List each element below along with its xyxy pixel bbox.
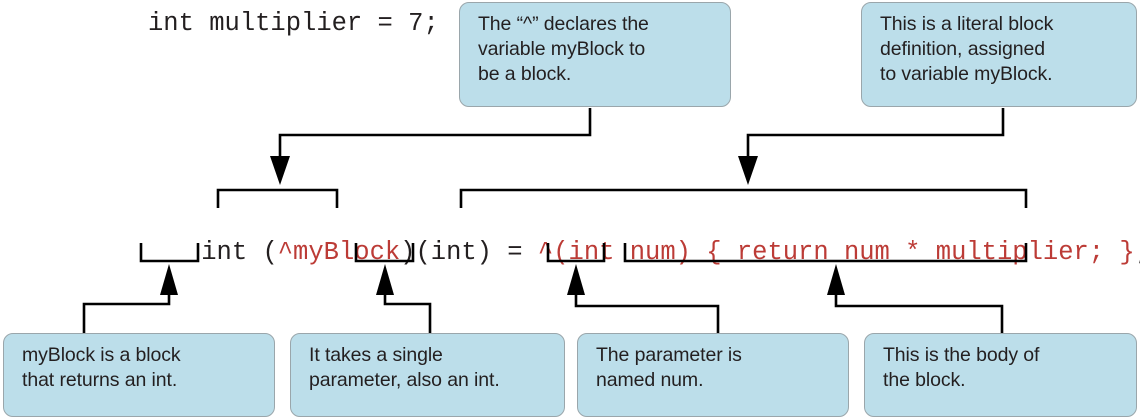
leader-caret-declares-block: [278, 108, 592, 160]
callout-returns-an-int: myBlock is a block that returns an int.: [3, 333, 275, 417]
callout-line: named num.: [596, 369, 704, 391]
callout-line: This is a literal block: [880, 13, 1054, 35]
code-segment-param-types: )(int) =: [400, 238, 538, 267]
callout-line: the block.: [883, 369, 966, 391]
arrowhead-down-myblock: [270, 156, 290, 185]
callout-line: definition, assigned: [880, 38, 1045, 60]
leader-literal-block-definition: [746, 108, 1005, 160]
callout-single-parameter: It takes a single parameter, also an int…: [290, 333, 565, 417]
top-code-snippet: int multiplier = 7;: [148, 9, 439, 38]
callout-line: This is the body of: [883, 344, 1040, 366]
code-segment-return-type: int: [201, 238, 263, 267]
arrowhead-down-block-literal: [738, 156, 758, 185]
code-segment-open-paren: (: [262, 238, 278, 267]
code-segment-block-name: ^myBlock: [277, 238, 401, 267]
callout-body-of-block: This is the body of the block.: [864, 333, 1137, 417]
callout-line: It takes a single: [309, 344, 443, 366]
callout-line: be a block.: [478, 63, 572, 85]
callout-line: myBlock is a block: [22, 344, 181, 366]
callout-literal-block-definition: This is a literal block definition, assi…: [861, 2, 1137, 107]
callout-line: The “^” declares the: [478, 13, 649, 35]
callout-line: The parameter is: [596, 344, 742, 366]
callout-caret-declares-block: The “^” declares the variable myBlock to…: [459, 2, 731, 107]
callout-line: variable myBlock to: [478, 38, 646, 60]
callout-parameter-named-num: The parameter is named num.: [577, 333, 849, 417]
main-code-line: int (^myBlock)(int) = ^(int num) { retur…: [140, 205, 1140, 301]
code-segment-block-literal: ^(int num) { return num * multiplier; }: [537, 238, 1135, 267]
callout-line: to variable myBlock.: [880, 63, 1053, 85]
callout-line: that returns an int.: [22, 369, 178, 391]
callout-line: parameter, also an int.: [309, 369, 500, 391]
code-segment-semicolon: ;: [1135, 238, 1140, 267]
